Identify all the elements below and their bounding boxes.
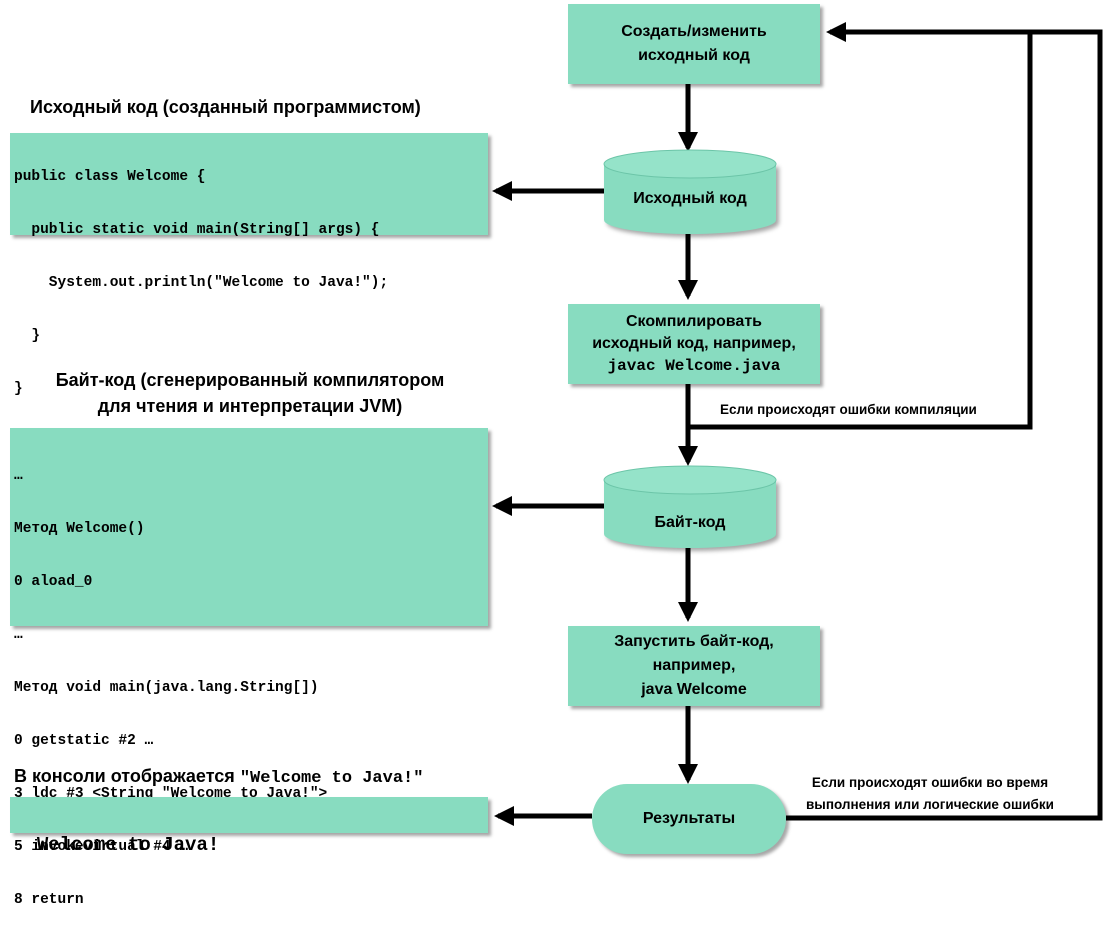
bytecode-line: 0 aload_0 xyxy=(14,574,93,590)
cylinder-shape xyxy=(603,465,777,548)
compile-line2: исходный код, например, xyxy=(592,335,796,352)
console-heading-code: "Welcome to Java!" xyxy=(239,769,424,788)
bytecode-line: 0 getstatic #2 … xyxy=(14,733,154,749)
source-code-panel: public class Welcome { public static voi… xyxy=(10,133,488,397)
connector-layer xyxy=(492,22,1103,826)
bytecode-panel: … Метод Welcome() 0 aload_0 … Метод void… xyxy=(10,428,488,908)
runtime-errors-line2: выполнения или логические ошибки xyxy=(806,797,1054,812)
cylinder-shape xyxy=(603,149,777,234)
compile-error-loop xyxy=(688,22,1033,430)
compile-box: Скомпилировать исходный код, например, j… xyxy=(568,304,820,384)
console-heading-prefix: В консоли отображается xyxy=(14,766,240,786)
runtime-errors-line1: Если происходят ошибки во время xyxy=(811,775,1049,790)
run-box: Запустить байт-код, например, java Welco… xyxy=(568,626,820,706)
bytecode-line: Метод void main(java.lang.String[]) xyxy=(14,680,319,696)
source-line: } xyxy=(14,328,41,344)
bytecode-line: 8 return xyxy=(14,892,84,908)
run-line1: Запустить байт-код, xyxy=(614,633,774,650)
bytecode-database: Байт-код xyxy=(603,465,777,550)
bytecode-heading-line2: для чтения и интерпретации JVM) xyxy=(97,396,403,416)
source-code-db-label: Исходный код xyxy=(633,190,747,207)
compile-line1: Скомпилировать xyxy=(626,313,762,330)
compile-command: javac Welcome.java xyxy=(607,357,781,375)
console-output-panel: Welcome to Java! xyxy=(10,797,488,856)
bytecode-panel-heading: Байт-код (сгенерированный компилятором д… xyxy=(28,367,472,419)
run-command: java Welcome xyxy=(641,681,747,698)
console-panel-heading: В консоли отображается "Welcome to Java!… xyxy=(14,763,423,792)
source-panel-heading: Исходный код (созданный программистом) xyxy=(30,97,421,117)
source-line: System.out.println("Welcome to Java!"); xyxy=(14,275,389,291)
source-line: public static void main(String[] args) { xyxy=(14,222,380,238)
bytecode-line: Метод Welcome() xyxy=(14,521,145,537)
compile-errors-label: Если происходят ошибки компиляции xyxy=(720,402,977,417)
edit-source-box: Создать/изменить исходный код xyxy=(568,4,820,84)
runtime-errors-label: Если происходят ошибки во время выполнен… xyxy=(806,772,1054,816)
bytecode-line: … xyxy=(14,627,23,643)
bytecode-line: … xyxy=(14,468,23,484)
runtime-error-loop xyxy=(786,29,1103,821)
bytecode-db-label: Байт-код xyxy=(654,514,726,531)
source-code-database: Исходный код xyxy=(603,149,777,234)
bytecode-heading-line1: Байт-код (сгенерированный компилятором xyxy=(55,370,445,390)
edit-source-line1: Создать/изменить xyxy=(621,23,767,40)
edit-source-line2: исходный код xyxy=(638,47,750,64)
results-label: Результаты xyxy=(642,810,736,827)
console-output: Welcome to Java! xyxy=(36,834,220,856)
run-line2: например, xyxy=(652,657,736,674)
source-line: } xyxy=(14,381,23,397)
bytecode-line: 5 invokevirtual #4 … xyxy=(14,837,484,858)
source-line: public class Welcome { xyxy=(14,169,206,185)
results-box: Результаты xyxy=(592,784,786,854)
